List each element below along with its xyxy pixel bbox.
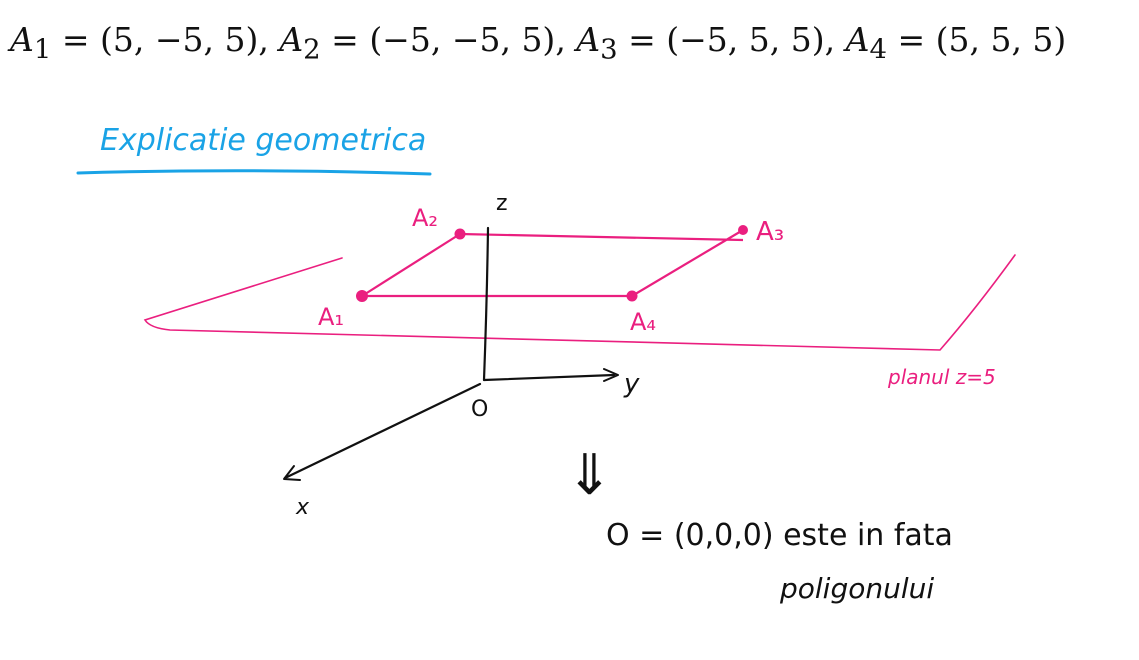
label-a3: A₃ [756, 217, 784, 247]
x-axis [283, 382, 482, 480]
point-a3-def: A3 = (−5, 5, 5) [576, 20, 825, 66]
label-a1: A₁ [318, 303, 344, 331]
plane-label: planul z=5 [887, 365, 996, 389]
axis-label-x: x [295, 495, 310, 520]
vertex-a3 [738, 225, 748, 235]
origin-label: O [471, 397, 488, 422]
point-a4-def: A4 = (5, 5, 5) [845, 20, 1067, 66]
vertex-a4 [626, 290, 638, 302]
edge-a2-a3 [459, 232, 744, 242]
y-axis-arrow-icon [603, 368, 619, 382]
conclusion-line-2: poligonului [779, 572, 934, 605]
point-a2-def: A2 = (−5, −5, 5) [279, 20, 556, 66]
y-axis [482, 373, 616, 382]
heading-underline [76, 169, 432, 176]
heading-text: Explicatie geometrica [100, 123, 426, 158]
conclusion-line-1: O = (0,0,0) este in fata [606, 518, 953, 553]
axis-label-y: y [623, 369, 640, 399]
axis-label-z: z [496, 191, 508, 216]
point-a1-def: A1 = (5, −5, 5) [10, 20, 259, 66]
x-axis-arrow-icon [283, 465, 301, 481]
points-equation: A1 = (5, −5, 5), A2 = (−5, −5, 5), A3 = … [10, 20, 1067, 66]
vertex-a1 [356, 290, 368, 302]
plane-outline [143, 254, 1016, 351]
edge-a3-a4 [631, 229, 744, 297]
edge-a1-a2 [361, 233, 461, 297]
vertex-a2 [454, 228, 466, 240]
z-axis [482, 226, 490, 382]
label-a2: A₂ [412, 204, 438, 232]
label-a4: A₄ [630, 308, 656, 336]
implies-arrow-icon: ⇓ [566, 443, 613, 508]
